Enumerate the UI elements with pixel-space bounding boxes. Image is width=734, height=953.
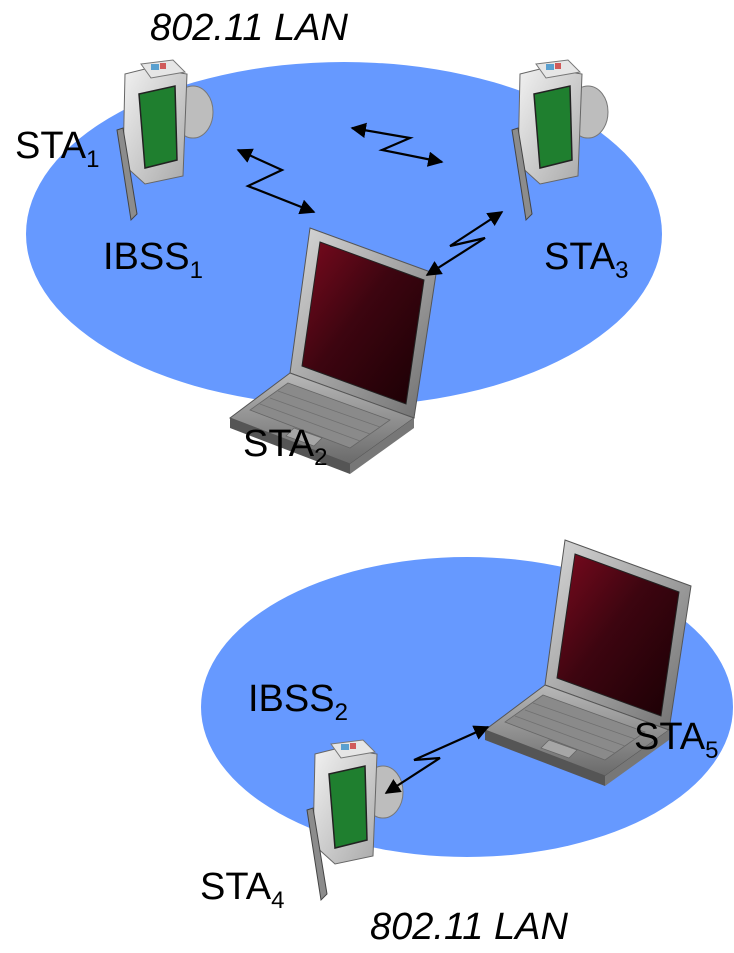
sta4-label: STA4 — [200, 866, 285, 914]
lan-label-top: 802.11 LAN — [150, 7, 348, 49]
sta2-label: STA2 — [243, 423, 328, 471]
lan-label-bottom: 802.11 LAN — [370, 906, 568, 948]
wireless-link-icon — [350, 122, 444, 167]
wireless-link-icon — [236, 148, 316, 215]
sta1-label: STA1 — [15, 125, 100, 173]
sta3-label: STA3 — [544, 236, 629, 284]
ibss2-label: IBSS2 — [248, 678, 348, 726]
wireless-link-icon — [384, 725, 490, 794]
ibss1-label: IBSS1 — [103, 236, 203, 284]
wireless-link-icon — [425, 211, 504, 276]
ibss1-cell — [26, 62, 662, 406]
sta5-label: STA5 — [634, 716, 719, 764]
